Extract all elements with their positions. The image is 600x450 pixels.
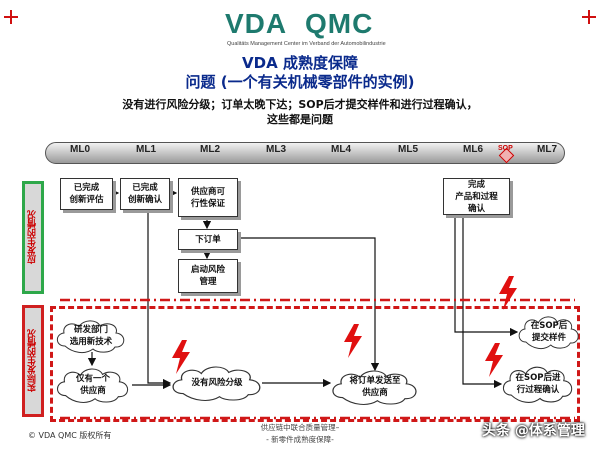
lightning-bolt-icon xyxy=(172,340,190,374)
milestone-ml2: ML2 xyxy=(200,144,220,155)
milestone-ml0: ML0 xyxy=(70,144,90,155)
arrow-b6-to-c6 xyxy=(462,213,503,389)
lightning-bolt-icon xyxy=(344,324,362,358)
cloud-new-technology-text: 研发部门 选用新技术 xyxy=(69,325,113,347)
vda-qmc-logo: VDA QMC Qualitäts Management Center im V… xyxy=(225,8,395,50)
milestone-ml7: ML7 xyxy=(537,144,557,155)
actual-situation-frame xyxy=(50,306,580,422)
cloud-process-confirm-after-sop: 在SOP后进 行过程确认 xyxy=(501,364,575,404)
cloud-no-risk-rating-text: 没有风险分级 xyxy=(191,378,243,388)
box-product-process-confirmation: 完成 产品和过程 确认 xyxy=(443,178,510,215)
sop-label: SOP xyxy=(498,145,513,152)
cloud-single-supplier-text: 仅有一个 供应商 xyxy=(75,374,110,396)
box-innovation-confirmation: 已完成 创新确认 xyxy=(120,178,170,210)
corner-mark-left-icon xyxy=(4,10,18,24)
arrow-b2-to-c3 xyxy=(147,208,172,388)
logo-subtitle: Qualitäts Management Center im Verband d… xyxy=(227,41,386,47)
lightning-bolt-icon xyxy=(499,276,517,310)
lightning-bolt-icon xyxy=(485,343,503,377)
milestone-ml5: ML5 xyxy=(398,144,418,155)
logo-vda-text: VDA xyxy=(225,8,288,39)
corner-mark-right-icon xyxy=(582,10,596,24)
cloud-new-technology: 研发部门 选用新技术 xyxy=(55,318,127,354)
page-subtitle: 问题 (一个有关机械零部件的实例) xyxy=(185,73,415,91)
box-place-order: 下订单 xyxy=(178,229,238,250)
box-supplier-feasibility: 供应商可 行性保证 xyxy=(178,178,238,217)
cloud-process-confirm-after-sop-text: 在SOP后进 行过程确认 xyxy=(515,373,561,395)
section-label-should: 应发生的情况 xyxy=(22,181,44,294)
arrow-order-to-c4 xyxy=(238,237,380,372)
problem-statement-line1: 没有进行风险分级；订单太晚下达；SOP后才提交样件和进行过程确认， xyxy=(122,98,478,111)
arrow-b6-to-c5 xyxy=(454,213,519,337)
logo-qmc-text: QMC xyxy=(305,8,374,39)
cloud-send-order: 将订单发送至 供应商 xyxy=(330,368,420,406)
milestone-timeline-bar xyxy=(45,142,565,164)
milestone-ml3: ML3 xyxy=(266,144,286,155)
milestone-ml6: ML6 xyxy=(463,144,483,155)
footer-line1: 供应链中联合质量管理– xyxy=(260,423,340,432)
box-start-risk-management: 启动风险 管理 xyxy=(178,259,238,293)
page-title: VDA 成熟度保障 xyxy=(242,54,358,72)
milestone-ml1: ML1 xyxy=(136,144,156,155)
section-label-actual: 实际发生的情况 xyxy=(22,305,44,417)
problem-statement-line2: 这些都是问题 xyxy=(267,113,333,126)
box-innovation-assessment: 已完成 创新评估 xyxy=(60,178,113,210)
cloud-send-order-text: 将订单发送至 供应商 xyxy=(349,376,401,398)
cloud-single-supplier: 仅有一个 供应商 xyxy=(55,366,131,404)
copyright-text: © VDA QMC 版权所有 xyxy=(28,431,112,440)
milestone-ml4: ML4 xyxy=(331,144,351,155)
cloud-samples-after-sop: 在SOP后 提交样件 xyxy=(517,314,581,350)
watermark-text: 头条 @体系管理 xyxy=(482,423,585,439)
cloud-samples-after-sop-text: 在SOP后 提交样件 xyxy=(530,321,568,343)
cloud-no-risk-rating: 没有风险分级 xyxy=(170,364,264,402)
footer-line2: - 新零件成熟度保障- xyxy=(266,435,334,444)
